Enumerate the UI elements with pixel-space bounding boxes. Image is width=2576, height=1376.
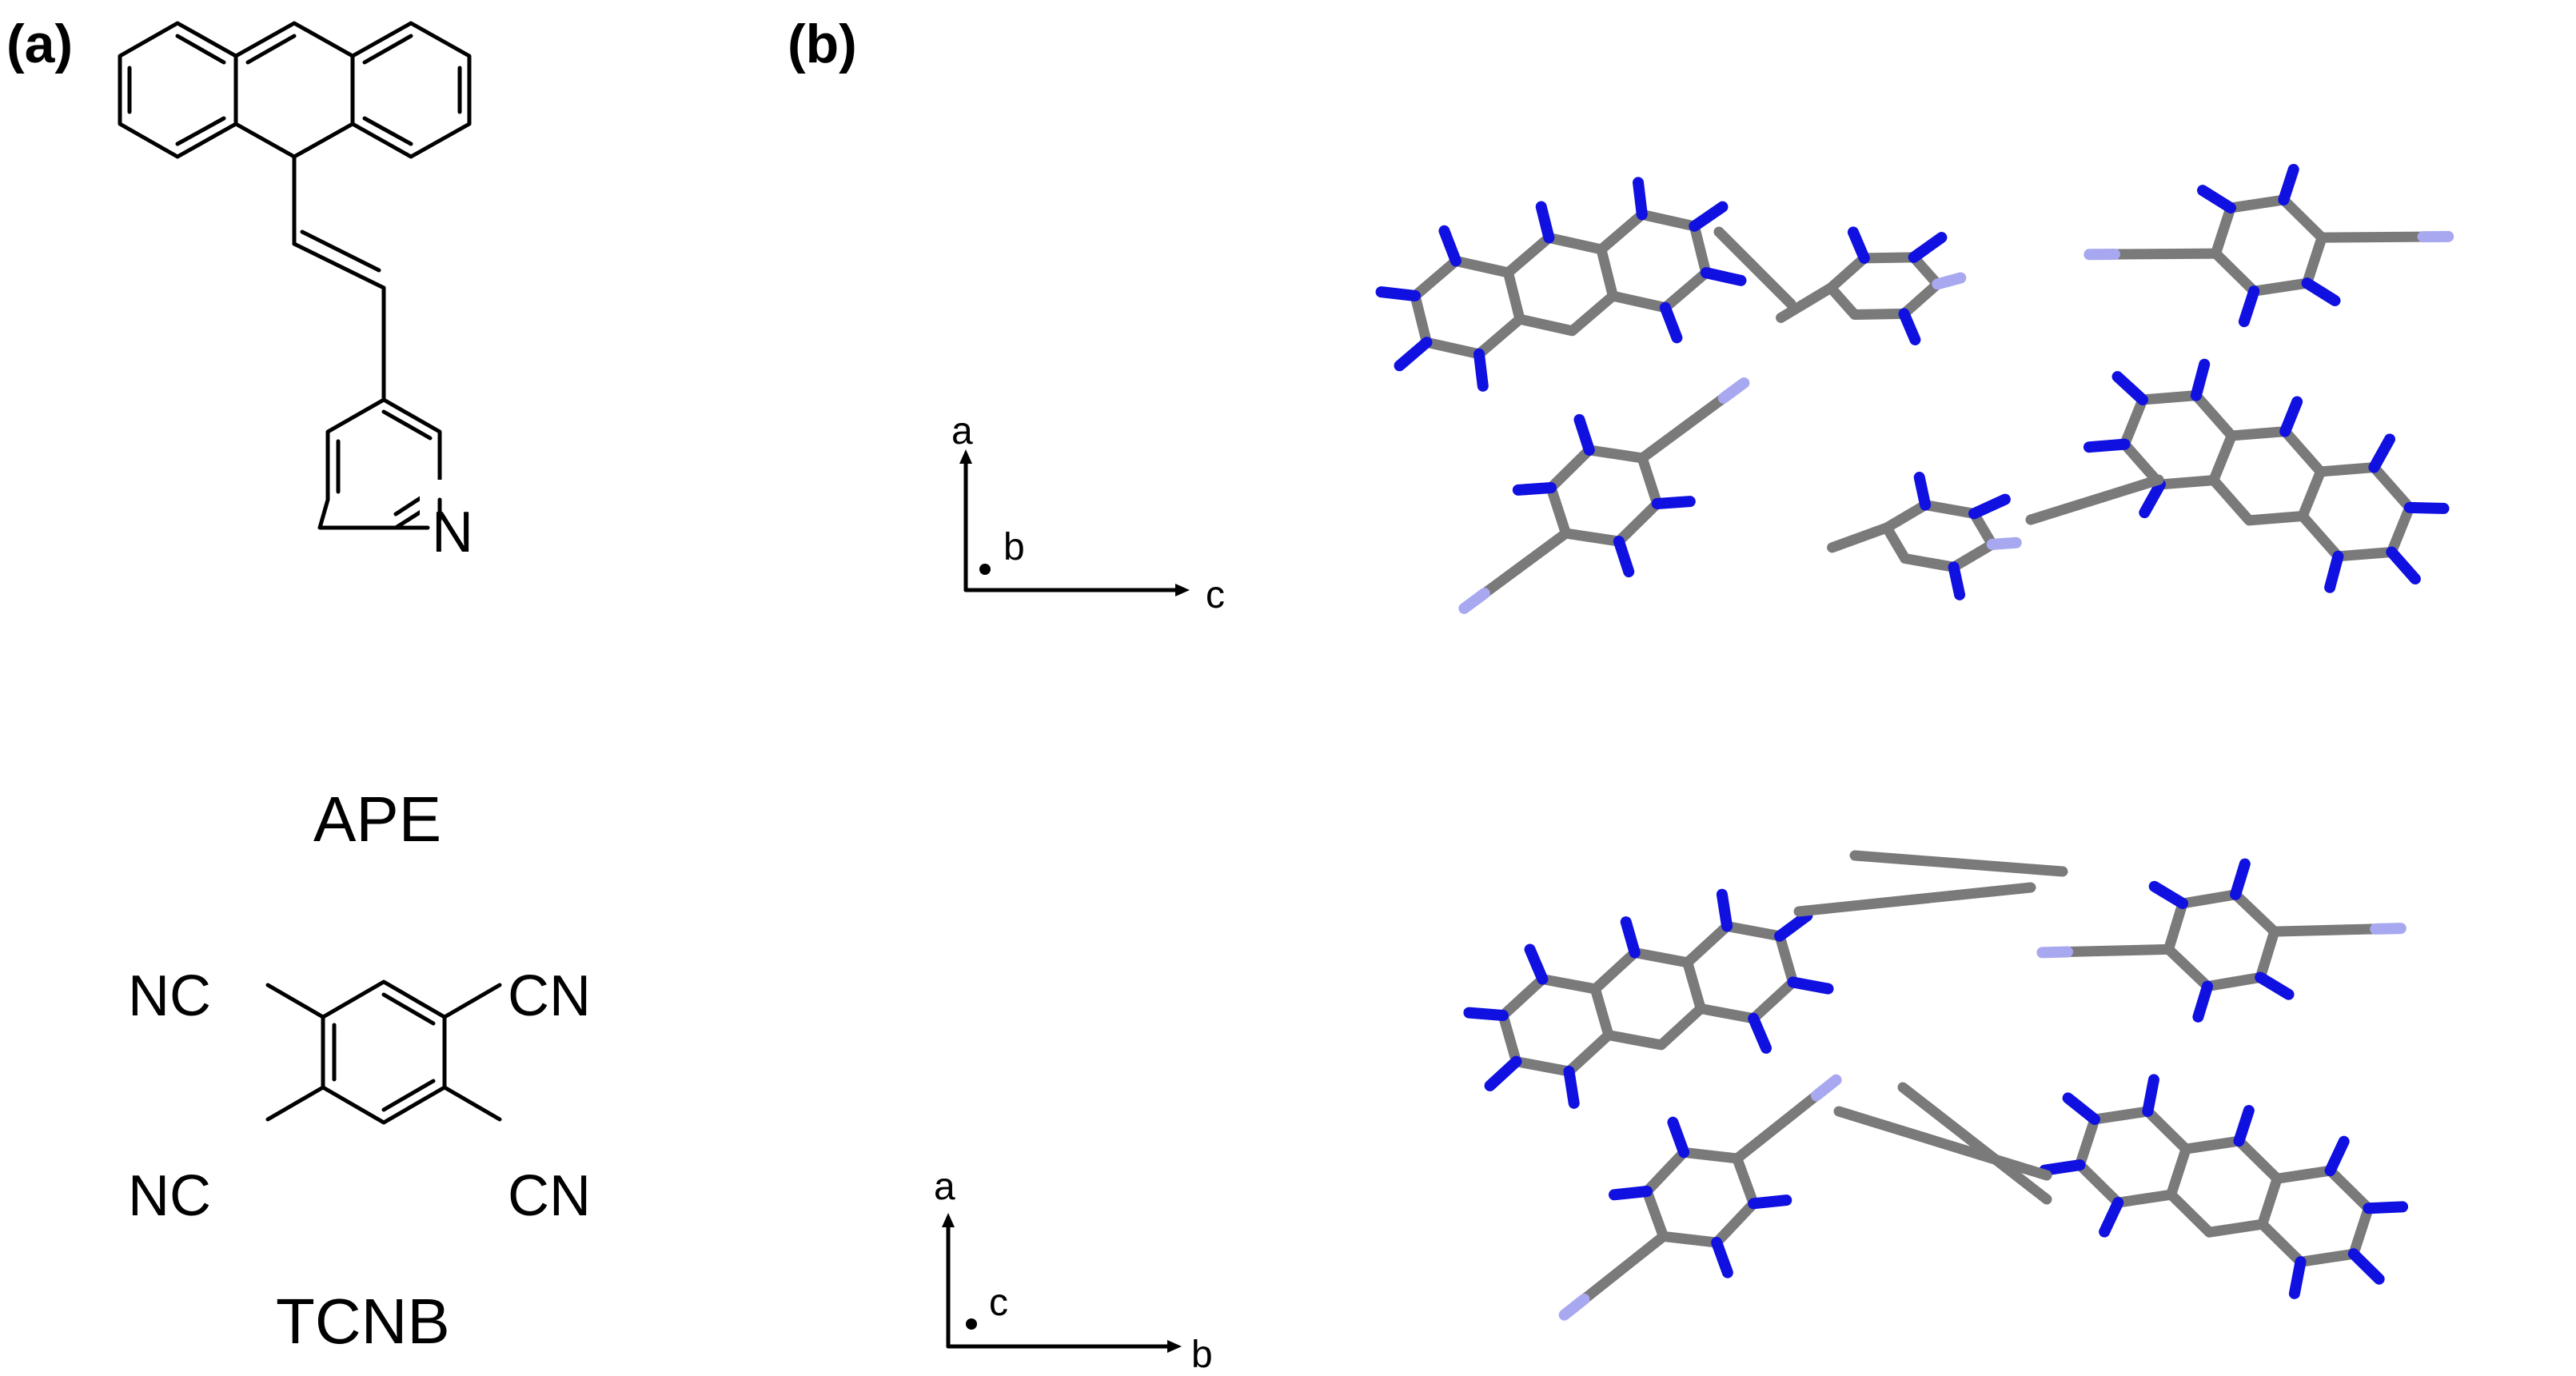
- pyridyl-top-2: [1828, 471, 2020, 604]
- tcnb-molecule-bottom-1: [2038, 815, 2406, 1066]
- tcnb-label-top-right: CN: [508, 964, 591, 1028]
- crystal-packing-top: [1370, 118, 2460, 624]
- tcnb-molecule-top-1: [2084, 118, 2453, 373]
- panel-a-label: (a): [6, 14, 73, 74]
- tcnb-label-bottom-left: NC: [128, 1164, 211, 1228]
- axis-bottom-dot-label: c: [989, 1282, 1008, 1324]
- axis-triad-top: [959, 449, 1190, 596]
- ape-molecule-bottom-2: [2032, 1056, 2416, 1317]
- axis-top-right-label: c: [1206, 574, 1225, 616]
- tcnb-molecule-top-2: [1420, 368, 1788, 624]
- axis-bottom-right-label: b: [1191, 1334, 1213, 1376]
- ape-molecule-top-1: [1370, 164, 1750, 405]
- tcnb-name: TCNB: [276, 1286, 450, 1357]
- pyridyl-top-1: [1765, 209, 1973, 372]
- ape-name: APE: [313, 784, 441, 855]
- tcnb-label-bottom-right: CN: [508, 1164, 591, 1228]
- tcnb-structure: [265, 979, 502, 1125]
- tcnb-label-top-left: NC: [128, 964, 211, 1028]
- crystal-packing-bottom: [1457, 815, 2416, 1330]
- ape-molecule-top-2: [2074, 336, 2460, 616]
- axis-bottom-up-label: a: [934, 1166, 955, 1208]
- axis-top-dot-label: b: [1003, 526, 1025, 568]
- axis-top-up-label: a: [951, 410, 973, 453]
- ape-molecule-bottom-1: [1457, 873, 1839, 1124]
- panel-b-label: (b): [788, 14, 857, 74]
- axis-triad-bottom: [942, 1213, 1182, 1353]
- ape-structure: N: [118, 21, 508, 564]
